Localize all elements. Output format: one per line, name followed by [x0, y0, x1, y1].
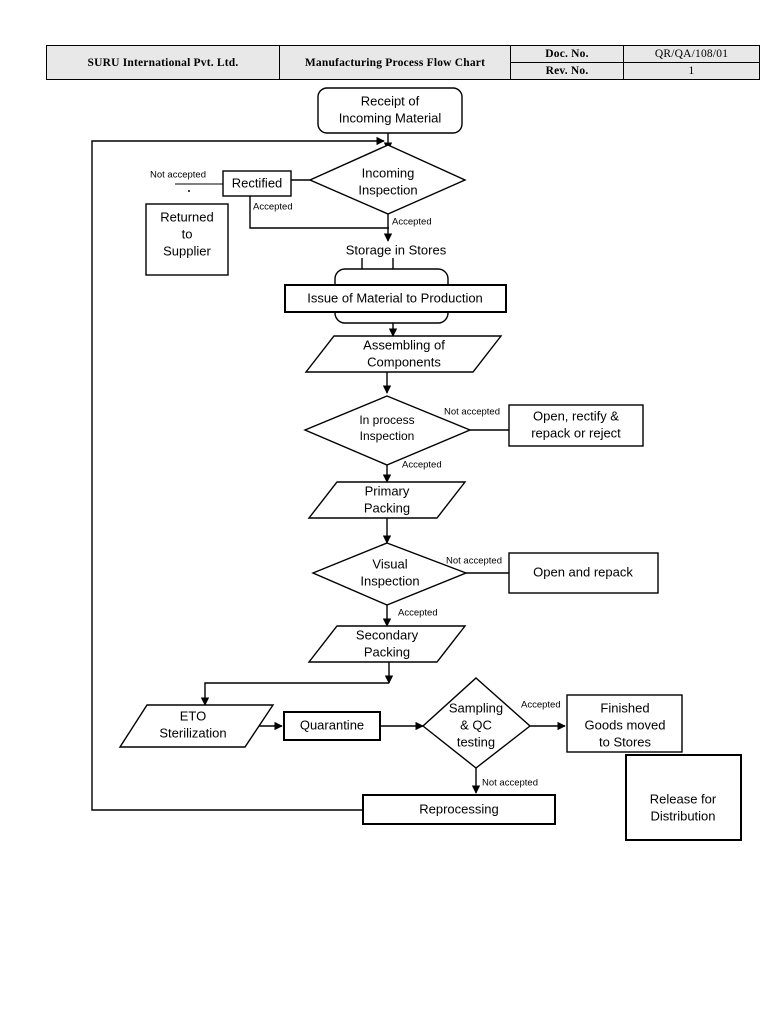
node-storage-label: Storage in Stores	[346, 242, 447, 257]
node-returned-line1: Returned	[160, 209, 213, 224]
node-open-and-repack: Open and repack	[508, 552, 659, 594]
node-quarantine: Quarantine	[283, 711, 381, 741]
connector-secondary-packing-to-eto	[200, 682, 389, 706]
node-secondary-packing-line2: Packing	[364, 644, 410, 659]
node-finished-goods-line3: to Stores	[599, 734, 652, 749]
node-returned-line3: Supplier	[163, 243, 211, 258]
node-open-rectify-line1: Open, rectify &	[533, 408, 619, 423]
node-storage-in-stores: Storage in Stores	[346, 242, 447, 257]
edge-label-sampling-accepted: Accepted	[521, 700, 561, 711]
edge-label-inprocess-accepted: Accepted	[402, 460, 442, 471]
document-header-table: SURU International Pvt. Ltd. Manufacturi…	[46, 45, 760, 80]
node-visual-inspection: Visual Inspection	[311, 542, 468, 606]
table-row: Rev. No. 1	[47, 62, 760, 80]
node-incoming-inspection: Incoming Inspection	[308, 144, 467, 215]
node-visual-line2: Inspection	[360, 573, 419, 588]
node-issue-of-material-to-production: Issue of Material to Production	[284, 284, 507, 313]
node-inprocess-line2: Inspection	[360, 429, 415, 443]
node-secondary-packing-line1: Secondary	[356, 627, 419, 642]
edge-label-visual-not-accepted: Not accepted	[446, 556, 502, 567]
node-sampling-and-qc-testing: Sampling & QC testing	[421, 677, 532, 769]
node-sampling-line1: Sampling	[449, 700, 503, 715]
node-primary-packing: Primary Packing	[307, 481, 467, 519]
edge-label-inprocess-not-accepted: Not accepted	[444, 407, 500, 418]
node-open-rectify-line2: repack or reject	[531, 425, 621, 440]
node-finished-goods-moved-to-stores: Finished Goods moved to Stores	[566, 694, 683, 753]
edge-label-incoming-accepted-left: Accepted	[253, 202, 293, 213]
node-rectified: Rectified	[222, 170, 292, 197]
connector-reprocessing-feedback-loop	[91, 136, 385, 811]
not-accepted-dot-marker	[188, 190, 190, 192]
node-assembling-of-components: Assembling of Components	[304, 335, 503, 373]
node-release-for-distribution: Release for Distribution	[625, 754, 742, 841]
node-sampling-line2: & QC	[460, 717, 492, 732]
node-returned-to-supplier: Returned to Supplier	[145, 203, 229, 276]
node-returned-line2: to	[182, 226, 193, 241]
header-doc-no-value: QR/QA/108/01	[623, 45, 760, 63]
connector-rectified-accepted-return	[249, 196, 389, 229]
edge-label-visual-accepted: Accepted	[398, 608, 438, 619]
header-rev-no-value: 1	[623, 62, 760, 80]
node-visual-line1: Visual	[372, 556, 407, 571]
node-inprocess-line1: In process	[359, 413, 414, 427]
edge-label-sampling-not-accepted: Not accepted	[482, 778, 538, 789]
node-receipt-line2: Incoming Material	[339, 110, 442, 125]
header-doc-no-label: Doc. No.	[510, 45, 624, 63]
node-assembling-line2: Components	[367, 354, 441, 369]
node-rectified-label: Rectified	[232, 175, 283, 190]
node-incoming-inspection-line1: Incoming	[362, 165, 415, 180]
node-issue-label: Issue of Material to Production	[307, 290, 483, 305]
node-finished-goods-line1: Finished	[600, 700, 649, 715]
node-open-rectify-repack-or-reject: Open, rectify & repack or reject	[508, 404, 644, 447]
edge-label-incoming-not-accepted: Not accepted	[150, 170, 206, 181]
node-reprocessing-label: Reprocessing	[419, 801, 499, 816]
node-incoming-inspection-line2: Inspection	[358, 182, 417, 197]
header-document-title: Manufacturing Process Flow Chart	[279, 45, 511, 80]
node-eto-line1: ETO	[180, 708, 207, 723]
node-secondary-packing: Secondary Packing	[307, 625, 467, 663]
node-open-and-repack-label: Open and repack	[533, 564, 633, 579]
edge-label-incoming-accepted-down: Accepted	[392, 217, 432, 228]
node-quarantine-label: Quarantine	[300, 717, 364, 732]
node-primary-packing-line2: Packing	[364, 500, 410, 515]
node-finished-goods-line2: Goods moved	[585, 717, 666, 732]
node-release-line1: Release for	[650, 791, 717, 806]
node-primary-packing-line1: Primary	[365, 483, 410, 498]
node-in-process-inspection: In process Inspection	[303, 395, 472, 466]
table-row: SURU International Pvt. Ltd. Manufacturi…	[46, 45, 760, 80]
header-rev-no-label: Rev. No.	[510, 62, 624, 80]
node-assembling-line1: Assembling of	[363, 337, 445, 352]
header-company-name: SURU International Pvt. Ltd.	[46, 45, 280, 80]
node-release-line2: Distribution	[650, 808, 715, 823]
node-receipt-line1: Receipt of	[361, 93, 420, 108]
node-sampling-line3: testing	[457, 734, 495, 749]
node-receipt-of-incoming-material: Receipt of Incoming Material	[317, 87, 463, 134]
node-eto-sterilization: ETO Sterilization	[118, 704, 275, 748]
node-eto-line2: Sterilization	[159, 725, 226, 740]
node-reprocessing: Reprocessing	[362, 794, 556, 825]
